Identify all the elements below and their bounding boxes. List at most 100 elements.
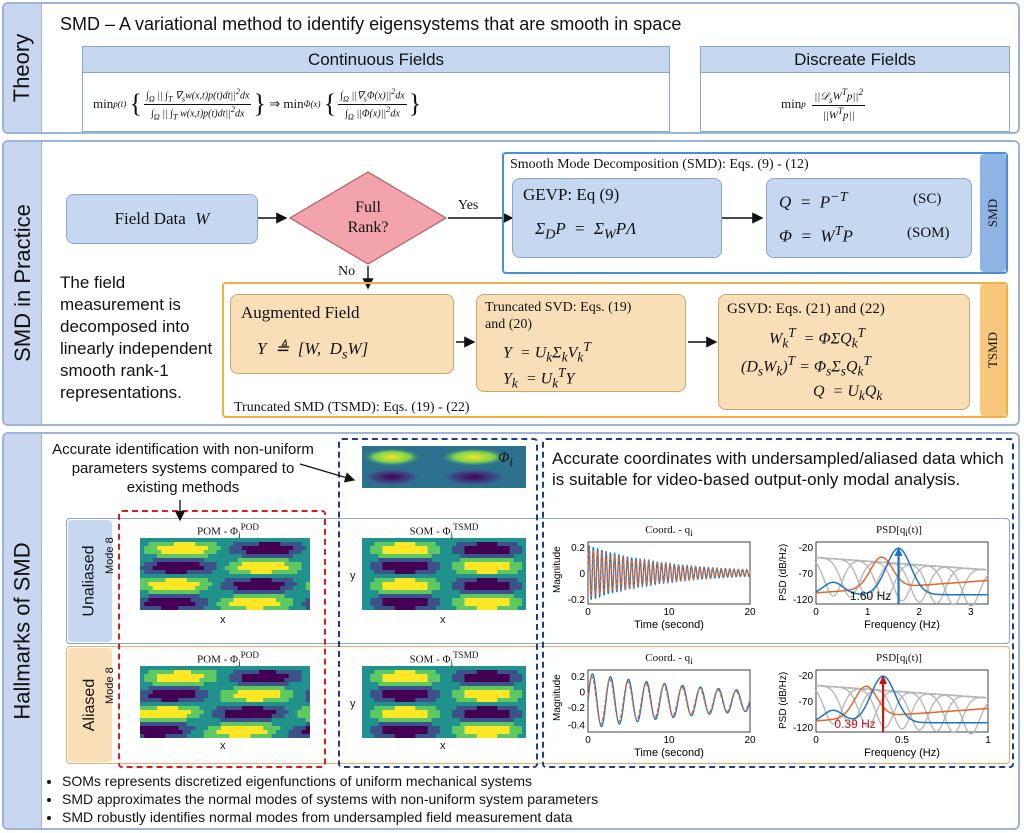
tsmd-container: TSMD Truncated SMD (TSMD): Eqs. (19) - (…: [222, 282, 1008, 418]
heatmap-cell: [165, 734, 171, 739]
heatmap-cell: [178, 726, 183, 731]
heatmap-cell: [480, 586, 486, 591]
heatmap-cell: [509, 570, 515, 575]
heatmap-cell: [169, 582, 175, 587]
heatmap-cell: [280, 734, 285, 739]
heatmap-cell: [513, 686, 519, 691]
heatmap-cell: [233, 730, 239, 735]
heatmap-cell: [276, 586, 281, 591]
heatmap-cell: [456, 566, 461, 571]
heatmap-cell: [301, 570, 307, 575]
heatmap-cell: [448, 718, 453, 723]
heatmap-cell: [521, 674, 527, 679]
heatmap-cell: [390, 686, 396, 691]
heatmap-cell: [435, 666, 441, 671]
heatmap-cell: [370, 590, 375, 595]
heatmap-cell: [212, 558, 217, 563]
heatmap-cell: [263, 670, 268, 675]
heatmap-cell: [374, 666, 379, 671]
heatmap-cell: [280, 666, 285, 671]
heatmap-cell: [468, 562, 474, 567]
heatmap-cell: [439, 606, 445, 611]
heatmap-cell: [513, 698, 519, 703]
heatmap-cell: [452, 734, 457, 739]
heatmap-cell: [407, 562, 412, 567]
heatmap-cell: [476, 722, 482, 727]
heatmap-cell: [485, 670, 490, 675]
heatmap-cell: [140, 690, 145, 695]
heatmap-cell: [362, 546, 367, 551]
heatmap-cell: [186, 722, 192, 727]
heatmap-cell: [378, 726, 383, 731]
heatmap-cell: [229, 574, 234, 579]
heatmap-cell: [254, 686, 260, 691]
heatmap-cell: [411, 574, 416, 579]
heatmap-cell: [370, 734, 375, 739]
heatmap-cell: [242, 670, 247, 675]
heatmap-cell: [464, 554, 470, 559]
heatmap-cell: [174, 698, 179, 703]
heatmap-cell: [216, 542, 222, 547]
heatmap-cell: [444, 678, 449, 683]
heatmap-cell: [386, 602, 392, 607]
heatmap-cell: [419, 598, 424, 603]
heatmap-cell: [284, 594, 290, 599]
heatmap-cell: [216, 574, 222, 579]
heatmap-cell: [398, 538, 404, 543]
heatmap-cell: [297, 698, 302, 703]
heatmap-cell: [476, 566, 482, 571]
heatmap-cell: [144, 566, 149, 571]
heatmap-cell: [411, 714, 416, 719]
heatmap-cell: [293, 590, 298, 595]
heatmap-cell: [161, 682, 166, 687]
heatmap-cell: [521, 542, 527, 547]
heatmap-cell: [472, 594, 478, 599]
heatmap-cell: [216, 718, 222, 723]
heatmap-cell: [186, 706, 192, 711]
heatmap-cell: [444, 718, 449, 723]
heatmap-cell: [480, 694, 486, 699]
heatmap-cell: [254, 590, 260, 595]
heatmap-cell: [480, 550, 486, 555]
heatmap-cell: [254, 586, 260, 591]
heatmap-cell: [505, 666, 511, 671]
heatmap-cell: [464, 598, 470, 603]
heatmap-cell: [509, 554, 515, 559]
heatmap-cell: [407, 706, 412, 711]
heatmap-cell: [267, 582, 273, 587]
heatmap-cell: [517, 562, 523, 567]
heatmap-cell: [152, 594, 158, 599]
heatmap-cell: [370, 538, 375, 543]
heatmap-cell: [182, 702, 188, 707]
heatmap-cell: [435, 606, 441, 611]
heatmap-cell: [246, 598, 251, 603]
heatmap-cell: [382, 710, 388, 715]
heatmap-cell: [280, 594, 285, 599]
heatmap-cell: [216, 702, 222, 707]
heatmap-cell: [186, 586, 192, 591]
heatmap-cell: [476, 562, 482, 567]
heatmap-cell: [423, 714, 429, 719]
heatmap-cell: [182, 586, 188, 591]
heatmap-cell: [246, 682, 251, 687]
heatmap-cell: [501, 674, 506, 679]
heatmap-cell: [288, 694, 294, 699]
heatmap-cell: [161, 546, 166, 551]
heatmap-cell: [497, 542, 502, 547]
som-heatmap-aliased: [362, 666, 527, 739]
heatmap-cell: [390, 690, 396, 695]
axis-text: 1: [985, 735, 991, 746]
heatmap-cell: [386, 558, 392, 563]
heatmap-cell: [419, 706, 424, 711]
heatmap-cell: [415, 702, 420, 707]
heatmap-cell: [415, 538, 420, 543]
heatmap-cell: [195, 682, 200, 687]
hallmarks-sidebar: Hallmarks of SMD: [4, 434, 42, 828]
heatmap-cell: [140, 550, 145, 555]
heatmap-cell: [378, 542, 383, 547]
heatmap-cell: [242, 710, 247, 715]
heatmap-cell: [182, 550, 188, 555]
heatmap-cell: [246, 542, 251, 547]
heatmap-cell: [439, 538, 445, 543]
